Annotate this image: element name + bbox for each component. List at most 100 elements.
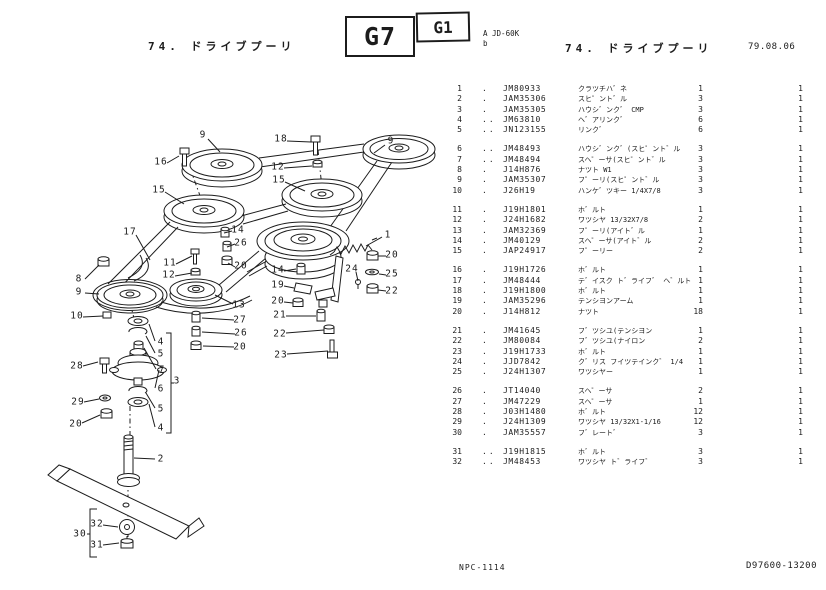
cell-part-number: JM48444 <box>503 275 541 285</box>
callout-15: 15 <box>272 174 286 186</box>
cell-part-number: JAM32369 <box>503 225 547 235</box>
cell-per-unit-count: 1 <box>798 296 803 306</box>
cell-quantity: 1 <box>698 346 703 356</box>
cell-quantity: 12 <box>693 417 703 427</box>
cell-item-number: 13 <box>452 225 462 235</box>
shaft-2 <box>117 434 140 487</box>
cell-quantity: 3 <box>698 457 703 467</box>
page-title-left: 74. ドライブプーリ <box>148 40 296 53</box>
cell-item-number: 8 <box>457 165 462 175</box>
cell-quantity: 3 <box>698 185 703 195</box>
cell-quantity: 1 <box>698 225 703 235</box>
cell-part-number: JM48453 <box>503 457 541 467</box>
callout-27: 27 <box>233 314 247 326</box>
cell-item-number: 7 <box>457 154 462 164</box>
pulley-center-double <box>256 221 350 280</box>
cell-item-number: 27 <box>452 396 462 406</box>
cell-indent-dots: . <box>482 386 489 396</box>
cell-part-number: J19H1733 <box>503 346 547 356</box>
section-code: G7 <box>363 22 397 51</box>
callout-31: 31 <box>90 539 104 551</box>
cell-item-number: 4 <box>457 114 462 124</box>
callout-21: 21 <box>273 309 287 321</box>
cell-per-unit-count: 1 <box>798 457 803 467</box>
callout-19: 19 <box>271 279 285 291</box>
callout-9: 9 <box>387 135 395 147</box>
cell-description: フ゛レート゛ <box>578 428 620 437</box>
bushing-21 <box>316 308 326 322</box>
pulley-idler <box>169 278 223 307</box>
cell-indent-dots: . <box>482 367 489 377</box>
cell-per-unit-count: 1 <box>798 386 803 396</box>
callout-6: 6 <box>157 383 165 395</box>
cell-per-unit-count: 1 <box>798 175 803 185</box>
cell-description: ハウシ゛ンク゛ CMP <box>578 105 644 114</box>
ring-5-bottom <box>128 386 148 394</box>
cell-per-unit-count: 1 <box>798 246 803 256</box>
cell-indent-dots: . <box>482 286 489 296</box>
cell-description: ホ゛ルト <box>578 287 606 296</box>
cell-indent-dots: . <box>482 346 489 356</box>
cell-part-number: J19H1801 <box>503 204 547 214</box>
spacer-27 <box>191 310 201 323</box>
cell-indent-dots: . <box>482 225 489 235</box>
cell-part-number: J24H1309 <box>503 417 547 427</box>
footer-code-right: D97600-13200 <box>746 561 818 571</box>
cell-indent-dots: . <box>482 396 489 406</box>
cell-part-number: J24H1682 <box>503 215 547 225</box>
cell-description: ハウシ゛ンク゛(スヒ゜ント゛ル <box>578 145 681 154</box>
cell-indent-dots: . <box>482 246 489 256</box>
cell-indent-dots: . <box>482 325 489 335</box>
cell-indent-dots: . <box>482 336 489 346</box>
cell-part-number: JT14040 <box>503 386 541 396</box>
cell-part-number: JM63810 <box>503 114 541 124</box>
cell-quantity: 2 <box>698 336 703 346</box>
cell-part-number: J19H1726 <box>503 265 547 275</box>
cell-indent-dots: .. <box>482 154 496 164</box>
cell-per-unit-count: 1 <box>798 427 803 437</box>
cell-item-number: 1 <box>457 84 462 93</box>
bolt-18 <box>310 135 321 156</box>
callout-11: 11 <box>163 257 177 269</box>
cell-part-number: JAM35296 <box>503 296 547 306</box>
cell-per-unit-count: 1 <box>798 125 803 135</box>
cell-per-unit-count: 1 <box>798 84 803 93</box>
model-designation: A JD-60K b <box>483 29 519 49</box>
spacer-14-center <box>296 262 306 275</box>
cell-part-number: J14H812 <box>503 306 541 316</box>
nut-20-spindle <box>100 408 113 419</box>
cell-item-number: 24 <box>452 356 462 366</box>
callout-32: 32 <box>90 518 104 530</box>
tension-spring <box>329 237 378 256</box>
callout-16: 16 <box>154 156 168 168</box>
cell-part-number: JM80933 <box>503 84 541 93</box>
cell-per-unit-count: 1 <box>798 356 803 366</box>
bolt-31 <box>120 536 134 549</box>
spindle-assembly <box>99 316 167 487</box>
cell-quantity: 1 <box>698 325 703 335</box>
callout-18: 18 <box>274 133 288 145</box>
cell-indent-dots: . <box>482 204 489 214</box>
callout-22: 22 <box>385 285 399 297</box>
callout-4: 4 <box>157 336 165 348</box>
cell-indent-dots: . <box>482 427 489 437</box>
housing-6 <box>109 348 167 386</box>
cell-quantity: 3 <box>698 175 703 185</box>
page-title-right: 74. ドライブプーリ <box>565 42 713 55</box>
callout-20: 20 <box>271 295 285 307</box>
callout-10: 10 <box>70 310 84 322</box>
cell-per-unit-count: 1 <box>798 104 803 114</box>
cell-indent-dots: . <box>482 175 489 185</box>
cell-quantity: 3 <box>698 446 703 456</box>
